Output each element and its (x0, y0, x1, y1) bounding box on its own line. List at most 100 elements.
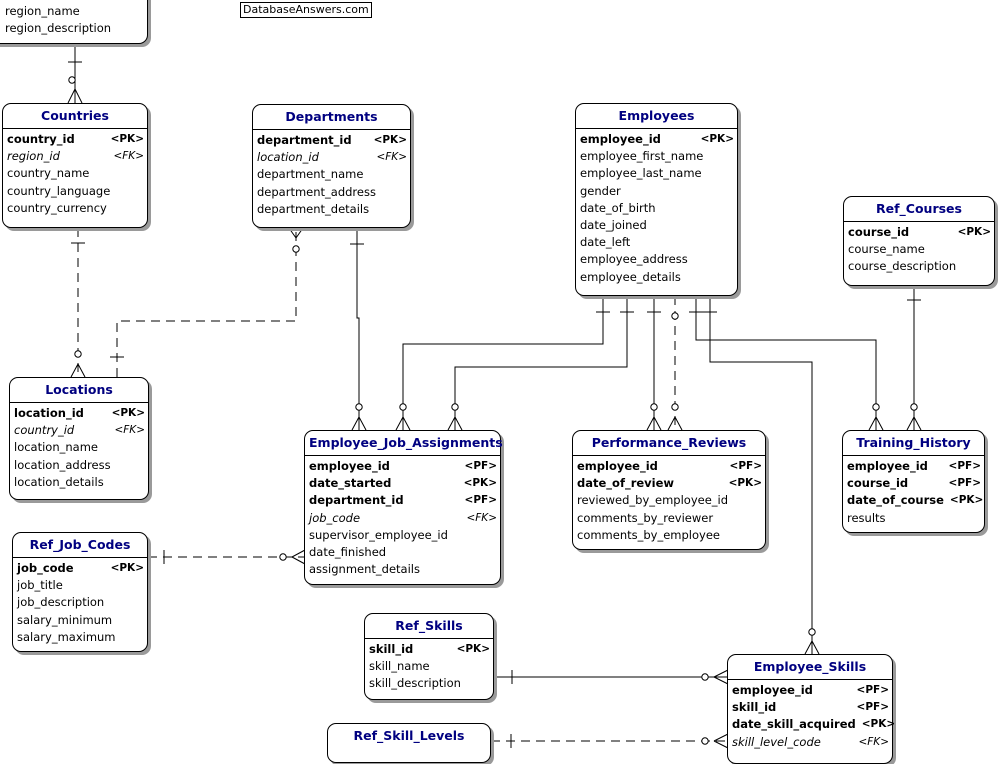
attribute-row: comments_by_employee (577, 527, 762, 544)
attribute-name: skill_id (732, 700, 777, 715)
attribute-row: employee_id<PK> (580, 131, 734, 148)
entity-countries[interactable]: Countries country_id<PK>region_id<FK>cou… (2, 103, 148, 228)
entity-performance-reviews[interactable]: Performance_Reviews employee_id<PF>date_… (572, 430, 766, 550)
rel-employees-reviews-2 (667, 296, 683, 431)
entity-ref-skill-levels[interactable]: Ref_Skill_Levels (327, 723, 491, 763)
attribute-name: date_of_birth (580, 200, 656, 215)
attribute-name: country_id (7, 132, 75, 146)
attribute-key-tag: <PK> (861, 718, 896, 731)
attribute-key-tag: <PF> (948, 477, 981, 490)
attribute-name: department_address (257, 184, 376, 199)
attribute-row: employee_id<PF> (309, 458, 497, 475)
entity-title: Performance_Reviews (573, 431, 765, 456)
entity-rows: department_id<PK>location_id<FK>departme… (253, 130, 410, 221)
attribute-row: location_name (14, 439, 145, 456)
attribute-name: country_currency (7, 200, 107, 215)
attribute-name: course_name (848, 242, 925, 257)
entity-title: Employees (576, 104, 737, 129)
entity-title: Ref_Job_Codes (13, 533, 147, 558)
attribute-key-tag (728, 165, 734, 182)
attribute-name: employee_id (577, 459, 658, 473)
attribute-row: date_of_review<PK> (577, 475, 762, 492)
entity-departments[interactable]: Departments department_id<PK>location_id… (252, 104, 411, 228)
attribute-name: location_details (14, 474, 104, 489)
attribute-key-tag: <FK> (113, 150, 144, 163)
attribute-key-tag: <PK> (110, 133, 144, 145)
attribute-name: employee_first_name (580, 149, 704, 164)
attribute-key-tag (728, 217, 734, 234)
attribute-key-tag (491, 544, 497, 561)
attribute-key-tag (138, 183, 144, 200)
attribute-name: employee_last_name (580, 166, 702, 181)
attribute-name: gender (580, 183, 621, 198)
attribute-name: employee_id (309, 459, 390, 473)
rel-regions-countries (67, 44, 83, 104)
entity-title: Ref_Skill_Levels (353, 728, 465, 743)
attribute-key-tag: <FK> (376, 151, 407, 164)
rel-skills-employeeskills (494, 669, 729, 685)
entity-rows: employee_id<PF>skill_id<PF>date_skill_ac… (728, 680, 896, 754)
attribute-row: date_joined (580, 217, 734, 234)
attribute-row: date_of_course<PK> (847, 492, 983, 509)
attribute-name: course_description (848, 259, 957, 274)
entity-employee-job-assignments[interactable]: Employee_Job_Assignments employee_id<PF>… (304, 430, 503, 585)
attribute-name: supervisor_employee_id (309, 527, 448, 542)
entity-training-history[interactable]: Training_History employee_id<PF>course_i… (842, 430, 985, 533)
attribute-name: department_id (257, 133, 352, 147)
attribute-row: location_address (14, 457, 145, 474)
attribute-key-tag (138, 3, 144, 20)
attribute-row: region_name (5, 3, 144, 20)
attribute-row: country_id <FK> (14, 422, 145, 439)
attribute-row: department_details (257, 201, 407, 218)
attribute-row: assignment_details (309, 561, 497, 578)
entity-locations[interactable]: Locations location_id<PK>country_id<FK>l… (9, 377, 149, 500)
attribute-row: date_left (580, 234, 734, 251)
attribute-row: employee_id<PF> (732, 682, 889, 699)
attribute-name: country_language (7, 183, 111, 198)
attribute-key-tag (756, 527, 762, 544)
attribute-row: skill_description (369, 675, 490, 692)
attribute-name: reviewed_by_employee_id (577, 493, 729, 508)
rel-locations-departments (110, 227, 304, 377)
attribute-key-tag (491, 527, 497, 544)
attribute-row: employee_details (580, 269, 734, 286)
attribute-key-tag (138, 577, 144, 594)
attribute-name: results (847, 510, 886, 525)
attribute-key-tag: <PK> (728, 477, 762, 490)
attribute-row: results (847, 510, 981, 527)
attribute-name: date_finished (309, 544, 387, 559)
rel-countries-locations (70, 228, 86, 378)
attribute-key-tag (138, 594, 144, 611)
attribute-key-tag (401, 201, 407, 218)
attribute-name: department_details (257, 201, 370, 216)
attribute-key-tag: <PK> (110, 562, 144, 574)
attribute-key-tag: <PK> (456, 643, 490, 655)
attribute-key-tag (139, 474, 145, 491)
entity-employees[interactable]: Employees employee_id<PK>employee_first_… (575, 103, 738, 296)
attribute-row: skill_level_code<FK> (732, 734, 889, 751)
attribute-key-tag (138, 165, 144, 182)
entity-title: Employee_Skills (728, 655, 892, 680)
attribute-name: country_name (7, 166, 90, 181)
attribute-key-tag (138, 612, 144, 629)
attribute-row: department_name (257, 166, 407, 183)
attribute-name: date_skill_acquired (732, 717, 856, 732)
attribute-row: salary_maximum (17, 629, 144, 646)
attribute-row: employee_last_name (580, 165, 734, 182)
attribute-name: date_left (580, 235, 631, 250)
attribute-name: job_description (17, 595, 105, 610)
attribute-name: skill_id (369, 642, 414, 656)
entity-rows: employee_id<PF>date_of_review<PK>reviewe… (573, 456, 765, 547)
attribute-key-tag: <FK> (114, 424, 145, 437)
rel-jobcodes-assignments (148, 549, 306, 565)
attribute-row: country_name (7, 165, 144, 182)
attribute-name: country_id (14, 423, 75, 438)
entity-employee-skills[interactable]: Employee_Skills employee_id<PF>skill_id<… (727, 654, 896, 764)
attribute-row: comments_by_reviewer (577, 510, 762, 527)
